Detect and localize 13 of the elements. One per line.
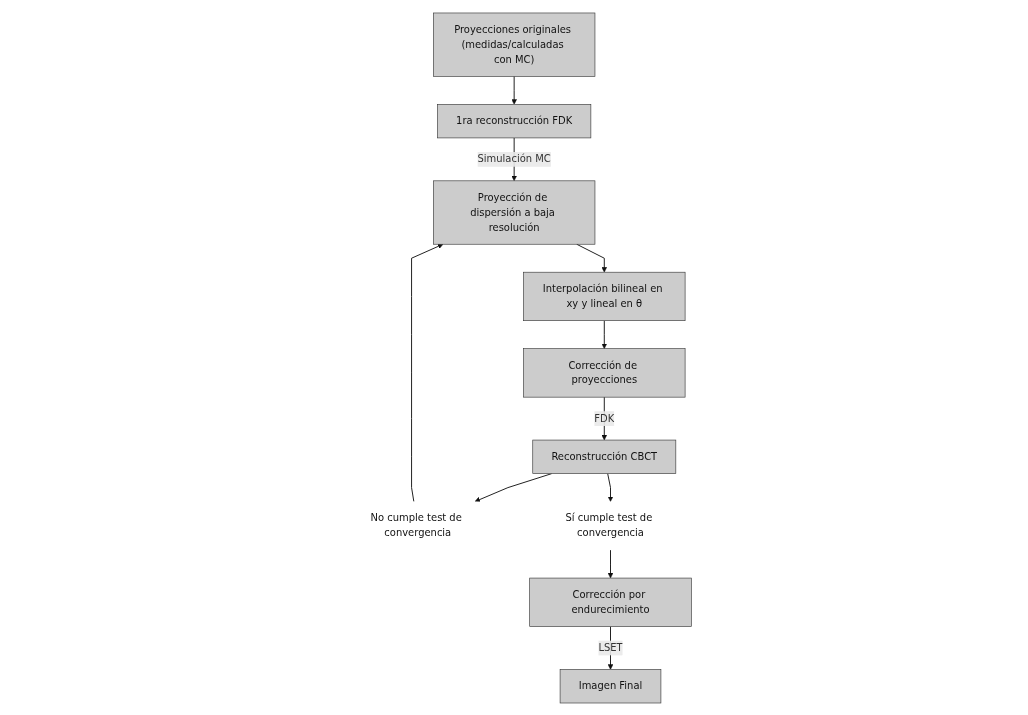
node-box: Proyección de dispersión a baja resolución bbox=[432, 180, 596, 245]
node-box: Corrección de proyecciones bbox=[523, 347, 686, 397]
node-box: Corrección por endurecimiento bbox=[529, 577, 692, 627]
node-text: Sí cumple test de convergencia bbox=[565, 511, 653, 539]
node-box: Proyecciones originales (medidas/calculadas con MC) bbox=[432, 12, 596, 77]
node-box: Interpolación bilineal en xy y lineal en θ bbox=[523, 271, 686, 321]
node-box: Reconstrucción CBCT bbox=[532, 439, 676, 474]
node-text: No cumple test de convergencia bbox=[370, 511, 462, 539]
node-box: 1ra reconstrucción FDK bbox=[436, 103, 592, 138]
edge-label: FDK bbox=[594, 411, 615, 424]
edge-label: Simulación MC bbox=[477, 152, 551, 165]
node-box: Imagen Final bbox=[559, 668, 662, 703]
edge-label: LSET bbox=[598, 641, 623, 654]
